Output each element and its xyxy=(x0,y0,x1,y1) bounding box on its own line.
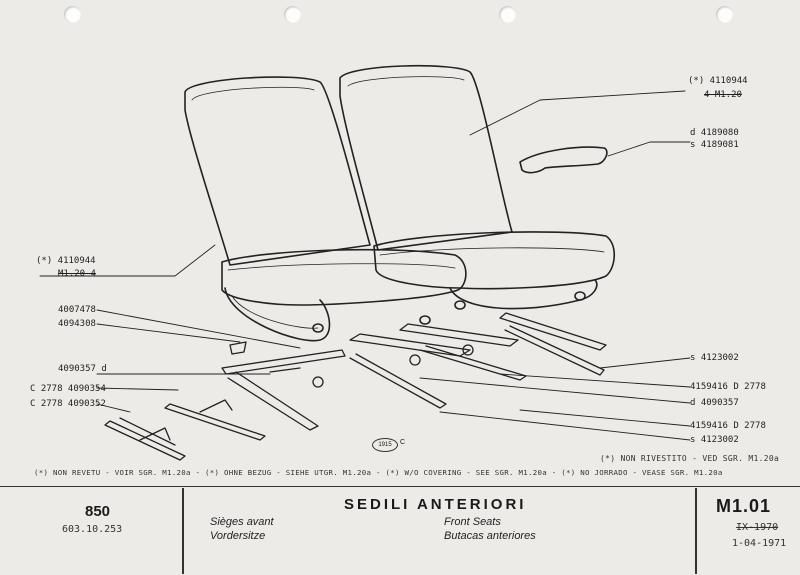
model-number: 850 xyxy=(85,503,111,520)
divider xyxy=(695,488,697,574)
label-handle-s: s 4189081 xyxy=(690,140,739,150)
label-ref-top-right: (*) 4110944 xyxy=(688,76,748,86)
left-backrest xyxy=(184,76,371,266)
note-multilang: (*) NON REVETU - VOIR SGR. M1.20a - (*) … xyxy=(34,468,723,477)
label-4159416-a: 4159416 D 2778 xyxy=(690,382,766,392)
label-4007478: 4007478 xyxy=(58,305,96,315)
right-base xyxy=(449,279,598,310)
label-4090352: C 2778 4090352 xyxy=(30,399,106,409)
left-base xyxy=(224,287,331,342)
label-4159416-b: 4159416 D 2778 xyxy=(690,421,766,431)
seat-drawing xyxy=(39,64,691,461)
left-cushion xyxy=(221,248,467,306)
label-4090357-d: d 4090357 xyxy=(690,398,739,408)
title-es: Butacas anteriores xyxy=(444,530,536,542)
note-italian: (*) NON RIVESTITO - VED SGR. M1.20a xyxy=(600,454,780,463)
punch-hole xyxy=(499,6,516,23)
drawing-stamp-c: C xyxy=(400,439,406,446)
title-fr: Sièges avant xyxy=(210,516,274,528)
title-block xyxy=(0,486,800,575)
drawing-stamp: 1915 xyxy=(372,438,398,452)
date-old: IX-1970 xyxy=(736,522,779,533)
seat-rails xyxy=(104,312,607,461)
label-ref-top-right-b: 4 M1.20 xyxy=(704,90,742,100)
label-4090354: C 2778 4090354 xyxy=(30,384,106,394)
right-cushion xyxy=(373,231,616,290)
page-code: M1.01 xyxy=(716,496,772,516)
seat-handle xyxy=(519,146,608,174)
model-subcode: 603.10.253 xyxy=(62,524,123,535)
label-4123002-top: s 4123002 xyxy=(690,353,739,363)
label-4123002-bot: s 4123002 xyxy=(690,435,739,445)
title-de: Vordersitze xyxy=(210,530,266,542)
label-ref-left: (*) 4110944 xyxy=(36,256,96,266)
divider xyxy=(182,488,184,574)
label-handle-d: d 4189080 xyxy=(690,128,739,138)
label-4090357d: 4090357 d xyxy=(58,364,107,374)
punch-hole xyxy=(64,6,81,23)
label-ref-left-b: M1.20 4 xyxy=(58,269,96,279)
right-backrest xyxy=(339,64,513,251)
label-4094308: 4094308 xyxy=(58,319,96,329)
punch-hole xyxy=(284,6,301,23)
section-title: SEDILI ANTERIORI xyxy=(344,496,527,513)
punch-hole xyxy=(716,6,733,23)
date-new: 1-04-1971 xyxy=(732,538,787,549)
title-en: Front Seats xyxy=(444,516,501,528)
